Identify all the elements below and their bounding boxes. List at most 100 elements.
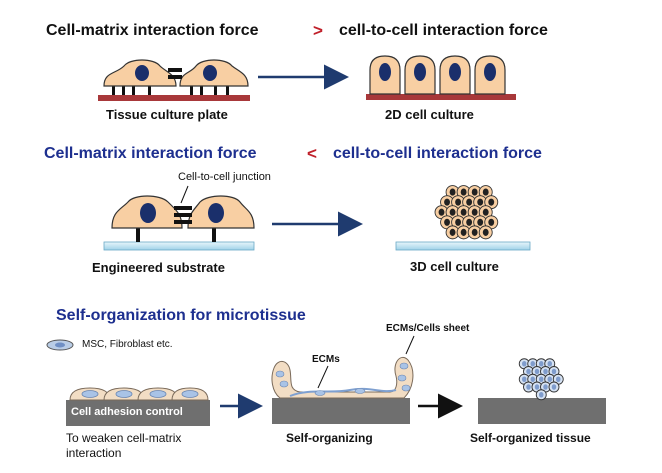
- nucleus: [460, 208, 467, 216]
- nucleus: [466, 198, 473, 206]
- cell-spheroid: [434, 185, 499, 240]
- nucleus: [140, 203, 156, 223]
- self-organizing-caption: Self-organizing: [286, 431, 373, 445]
- nucleus: [477, 218, 484, 226]
- nucleus: [314, 390, 326, 396]
- nucleus: [547, 361, 552, 367]
- nucleus: [539, 376, 544, 382]
- section2-operator: <: [307, 144, 317, 163]
- section1-right-caption: 2D cell culture: [385, 107, 474, 122]
- engineered-substrate: [395, 241, 531, 251]
- section3-title: Self-organization for microtissue: [56, 307, 306, 324]
- nucleus: [466, 218, 473, 226]
- section2-left-caption: Engineered substrate: [92, 260, 225, 275]
- nucleus: [275, 370, 285, 378]
- section2-right-heading: cell-to-cell interaction force: [333, 145, 542, 162]
- self-organized-tissue-caption: Self-organized tissue: [470, 431, 591, 445]
- substrate-block: [478, 398, 606, 424]
- nucleus: [449, 63, 461, 81]
- nucleus: [530, 376, 535, 382]
- section2-left-heading: Cell-matrix interaction force: [44, 145, 257, 162]
- adhesion-control-label: Cell adhesion control: [71, 406, 183, 418]
- nucleus: [449, 188, 456, 196]
- nucleus: [460, 188, 467, 196]
- 3d-culture-illustration: [395, 185, 531, 251]
- nucleus: [438, 208, 445, 216]
- focal-adhesion-pegs: [112, 86, 229, 95]
- nucleus: [539, 392, 544, 398]
- nucleus: [526, 384, 531, 390]
- nucleus: [460, 228, 467, 236]
- legend-label: MSC, Fibroblast etc.: [82, 339, 173, 350]
- nucleus: [449, 228, 456, 236]
- nucleus: [543, 368, 548, 375]
- nucleus: [488, 218, 495, 226]
- nucleus: [181, 390, 199, 398]
- engineered-substrate-illustration: [103, 185, 255, 251]
- nucleus: [81, 390, 99, 398]
- nucleus: [471, 208, 478, 216]
- nucleus: [482, 228, 489, 236]
- nucleus: [484, 63, 496, 81]
- nucleus: [482, 188, 489, 196]
- nucleus: [354, 388, 366, 394]
- nucleus: [414, 63, 426, 81]
- nucleus: [135, 65, 149, 81]
- nucleus: [547, 376, 552, 382]
- nucleus: [444, 218, 450, 226]
- self-organized-tissue-illustration: [478, 358, 606, 424]
- nucleus: [449, 208, 456, 216]
- weaken-note-line2: interaction: [66, 446, 122, 460]
- nucleus: [455, 198, 462, 206]
- nucleus: [279, 380, 289, 388]
- engineered-substrate: [103, 241, 255, 251]
- nucleus: [399, 362, 409, 370]
- cell-adhesion-control-block: [66, 400, 210, 426]
- nucleus: [477, 198, 484, 206]
- weaken-note-line1: To weaken cell-matrix: [66, 431, 182, 445]
- nucleus: [556, 376, 561, 382]
- ecm-fibers: [289, 387, 397, 397]
- ecms-pointer: [317, 365, 329, 389]
- nucleus: [444, 198, 450, 206]
- nucleus: [208, 203, 224, 223]
- nucleus: [539, 361, 544, 367]
- nucleus: [526, 368, 531, 375]
- nucleus: [522, 376, 527, 382]
- nucleus: [551, 368, 557, 375]
- culture-plate: [366, 94, 516, 100]
- nucleus: [115, 390, 133, 398]
- self-organizing-illustration: [271, 335, 415, 424]
- nucleus: [543, 384, 548, 390]
- junction-pointer: [180, 185, 189, 204]
- nucleus: [488, 198, 495, 206]
- nucleus: [482, 208, 489, 216]
- substrate-block: [272, 398, 410, 424]
- section1-operator: >: [313, 21, 323, 40]
- adhesion-control-illustration: [66, 387, 210, 426]
- cell-junction: [174, 206, 192, 224]
- tissue-cluster: [518, 358, 564, 401]
- nucleus: [551, 384, 557, 390]
- legend-cell-glyph: [46, 339, 74, 351]
- nucleus: [401, 384, 411, 392]
- nucleus: [455, 218, 462, 226]
- nucleus: [534, 368, 540, 375]
- nucleus: [522, 361, 527, 367]
- nucleus: [397, 374, 407, 382]
- ecms-cells-sheet: [271, 356, 414, 399]
- section1-left-caption: Tissue culture plate: [106, 107, 228, 122]
- section1-right-heading: cell-to-cell interaction force: [339, 22, 548, 39]
- tissue-culture-plate-illustration: [98, 59, 250, 101]
- nucleus: [203, 65, 217, 81]
- cell-junction: [168, 68, 182, 79]
- culture-plate: [98, 95, 250, 101]
- nucleus: [471, 228, 478, 236]
- junction-label: Cell-to-cell junction: [178, 171, 271, 183]
- 2d-culture-illustration: [366, 55, 516, 100]
- section2-right-caption: 3D cell culture: [410, 259, 499, 274]
- ecms-label: ECMs: [312, 354, 340, 365]
- nucleus: [534, 384, 540, 390]
- section1-left-heading: Cell-matrix interaction force: [46, 22, 259, 39]
